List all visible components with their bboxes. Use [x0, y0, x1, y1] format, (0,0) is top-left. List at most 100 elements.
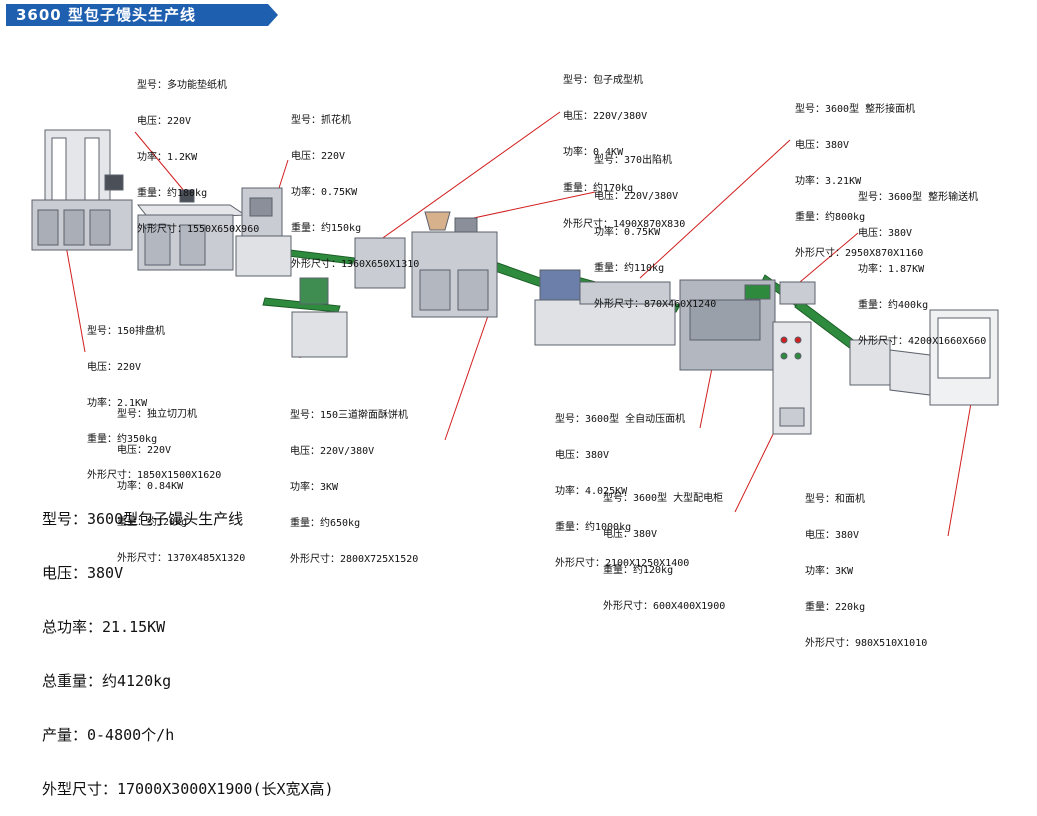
spec-pastry: 型号：150三道擀面酥饼机 电压：220V/380V 功率：3KW 重量：约65…: [290, 386, 418, 578]
leader-cabinet: [734, 419, 781, 513]
spec-line: 型号：370出陷机: [594, 155, 673, 166]
spec-line: 重量：约120kg: [117, 517, 188, 528]
spec-line: 重量：220kg: [805, 602, 866, 613]
spec-line: 型号：3600型 全自动压面机: [555, 414, 686, 425]
spec-line: 功率：3.21KW: [795, 176, 862, 187]
spec-line: 功率：0.75KW: [594, 227, 661, 238]
spec-line: 重量：约150kg: [291, 223, 362, 234]
spec-line: 功率：0.75KW: [291, 187, 358, 198]
summary-line: 总重量：约4120kg: [42, 672, 172, 690]
spec-line: 功率：0.4KW: [563, 147, 624, 158]
page-title: 3600 型包子馒头生产线: [16, 6, 196, 24]
spec-line: 电压：220V: [87, 362, 142, 373]
spec-line: 外形尺寸：1550X650X960: [137, 224, 260, 235]
spec-filling: 型号：370出陷机 电压：220V/380V 功率：0.75KW 重量：约110…: [594, 131, 716, 323]
spec-line: 功率：2.1KW: [87, 398, 148, 409]
spec-line: 电压：220V: [137, 116, 192, 127]
leader-mixer: [947, 379, 976, 537]
summary-line: 总功率：21.15KW: [42, 618, 166, 636]
machine-tray: [31, 129, 133, 251]
spec-line: 电压：380V: [555, 450, 610, 461]
spec-line: 外形尺寸：4200X1660X660: [858, 336, 987, 347]
spec-line: 型号：3600型 整形输送机: [858, 192, 979, 203]
spec-line: 重量：约400kg: [858, 300, 929, 311]
leader-convey: [799, 232, 859, 283]
leader-paper: [134, 131, 186, 193]
spec-press: 型号：3600型 全自动压面机 电压：380V 功率：4.025KW 重量：约1…: [555, 390, 689, 582]
leader-shaping: [639, 139, 791, 279]
leader-bun: [379, 111, 561, 241]
title-badge-arrow: [268, 4, 278, 26]
title-badge: 3600 型包子馒头生产线: [6, 4, 278, 26]
spec-line: 功率：3KW: [805, 566, 854, 577]
spec-line: 外形尺寸：1850X1500X1620: [87, 470, 222, 481]
spec-line: 外形尺寸：2100X1250X1400: [555, 558, 690, 569]
spec-line: 功率：3KW: [290, 482, 339, 493]
leader-press: [699, 367, 713, 429]
machine-paper: [136, 189, 247, 271]
spec-line: 功率：0.84KW: [117, 481, 184, 492]
spec-line: 重量：约120kg: [603, 565, 674, 576]
spec-line: 电压：220V/380V: [290, 446, 375, 457]
spec-line: 型号：包子成型机: [563, 75, 643, 86]
spec-line: 外形尺寸：1370X485X1320: [117, 553, 246, 564]
spec-line: 外形尺寸：2800X725X1520: [290, 554, 419, 565]
spec-line: 电压：220V: [291, 151, 346, 162]
spec-line: 功率：1.87KW: [858, 264, 925, 275]
spec-convey: 型号：3600型 整形输送机 电压：380V 功率：1.87KW 重量：约400…: [858, 168, 986, 360]
spec-line: 重量：约1000kg: [555, 522, 632, 533]
spec-line: 外形尺寸：2950X870X1160: [795, 248, 924, 259]
spec-tray: 型号：150排盘机 电压：220V 功率：2.1KW 重量：约350kg 外形尺…: [87, 302, 221, 494]
spec-line: 外形尺寸：600X400X1900: [603, 601, 726, 612]
spec-line: 型号：抓花机: [291, 115, 351, 126]
spec-line: 重量：约110kg: [594, 263, 665, 274]
spec-line: 重量：约180kg: [137, 188, 208, 199]
leader-filling: [454, 191, 596, 223]
spec-line: 型号：多功能垫纸机: [137, 80, 227, 91]
spec-flower: 型号：抓花机 电压：220V 功率：0.75KW 重量：约150kg 外形尺寸：…: [291, 91, 419, 283]
machine-press-shaping: [534, 269, 776, 371]
spec-line: 电压：220V/380V: [594, 191, 679, 202]
spec-line: 重量：约650kg: [290, 518, 361, 529]
spec-line: 重量：约800kg: [795, 212, 866, 223]
spec-line: 型号：和面机: [805, 494, 865, 505]
spec-mixer: 型号：和面机 电压：380V 功率：3KW 重量：220kg 外形尺寸：980X…: [805, 470, 927, 662]
leader-pastry: [444, 309, 491, 441]
spec-line: 型号：150三道擀面酥饼机: [290, 410, 409, 421]
production-line-illustration: [31, 111, 999, 537]
spec-cabinet: 型号：3600型 大型配电柜 电压：380V 重量：约120kg 外形尺寸：60…: [603, 469, 725, 625]
spec-bun: 型号：包子成型机 电压：220V/380V 功率：0.4KW 重量：约170kg…: [563, 51, 685, 243]
spec-line: 外形尺寸：870X460X1240: [594, 299, 717, 310]
leader-tray: [64, 239, 86, 353]
spec-line: 电压：380V: [858, 228, 913, 239]
machine-convey-mixer: [779, 281, 999, 406]
spec-cutter: 型号：独立切刀机 电压：220V 功率：0.84KW 重量：约120kg 外形尺…: [117, 385, 245, 577]
summary-line: 产量：0-4800个/h: [42, 726, 175, 744]
spec-paper: 型号：多功能垫纸机 电压：220V 功率：1.2KW 重量：约180kg 外形尺…: [137, 56, 259, 248]
spec-line: 电压：220V/380V: [563, 111, 648, 122]
spec-line: 型号：3600型 整形接面机: [795, 104, 916, 115]
spec-shaping: 型号：3600型 整形接面机 电压：380V 功率：3.21KW 重量：约800…: [795, 80, 923, 272]
spec-line: 电压：380V: [603, 529, 658, 540]
summary-line: 电压：380V: [42, 564, 124, 582]
spec-line: 功率：1.2KW: [137, 152, 198, 163]
spec-line: 型号：3600型 大型配电柜: [603, 493, 724, 504]
machine-flower: [235, 187, 292, 277]
machine-cabinet: [772, 321, 812, 435]
spec-line: 外形尺寸：1360X650X1310: [291, 259, 420, 270]
spec-line: 电压：380V: [795, 140, 850, 151]
line-summary: 型号：3600型包子馒头生产线 电压：380V 总功率：21.15KW 总重量：…: [42, 474, 334, 816]
spec-line: 功率：4.025KW: [555, 486, 628, 497]
spec-line: 电压：380V: [805, 530, 860, 541]
spec-line: 外形尺寸：1490X870X830: [563, 219, 686, 230]
spec-line: 重量：约170kg: [563, 183, 634, 194]
summary-line: 型号：3600型包子馒头生产线: [42, 510, 244, 528]
spec-line: 重量：约350kg: [87, 434, 158, 445]
machine-bun-filling-pastry: [354, 211, 498, 318]
spec-line: 型号：150排盘机: [87, 326, 166, 337]
summary-line: 外型尺寸：17000X3000X1900(长X宽X高): [42, 780, 334, 798]
machine-cutter: [291, 277, 348, 358]
spec-line: 型号：独立切刀机: [117, 409, 197, 420]
spec-line: 外形尺寸：980X510X1010: [805, 638, 928, 649]
spec-line: 电压：220V: [117, 445, 172, 456]
